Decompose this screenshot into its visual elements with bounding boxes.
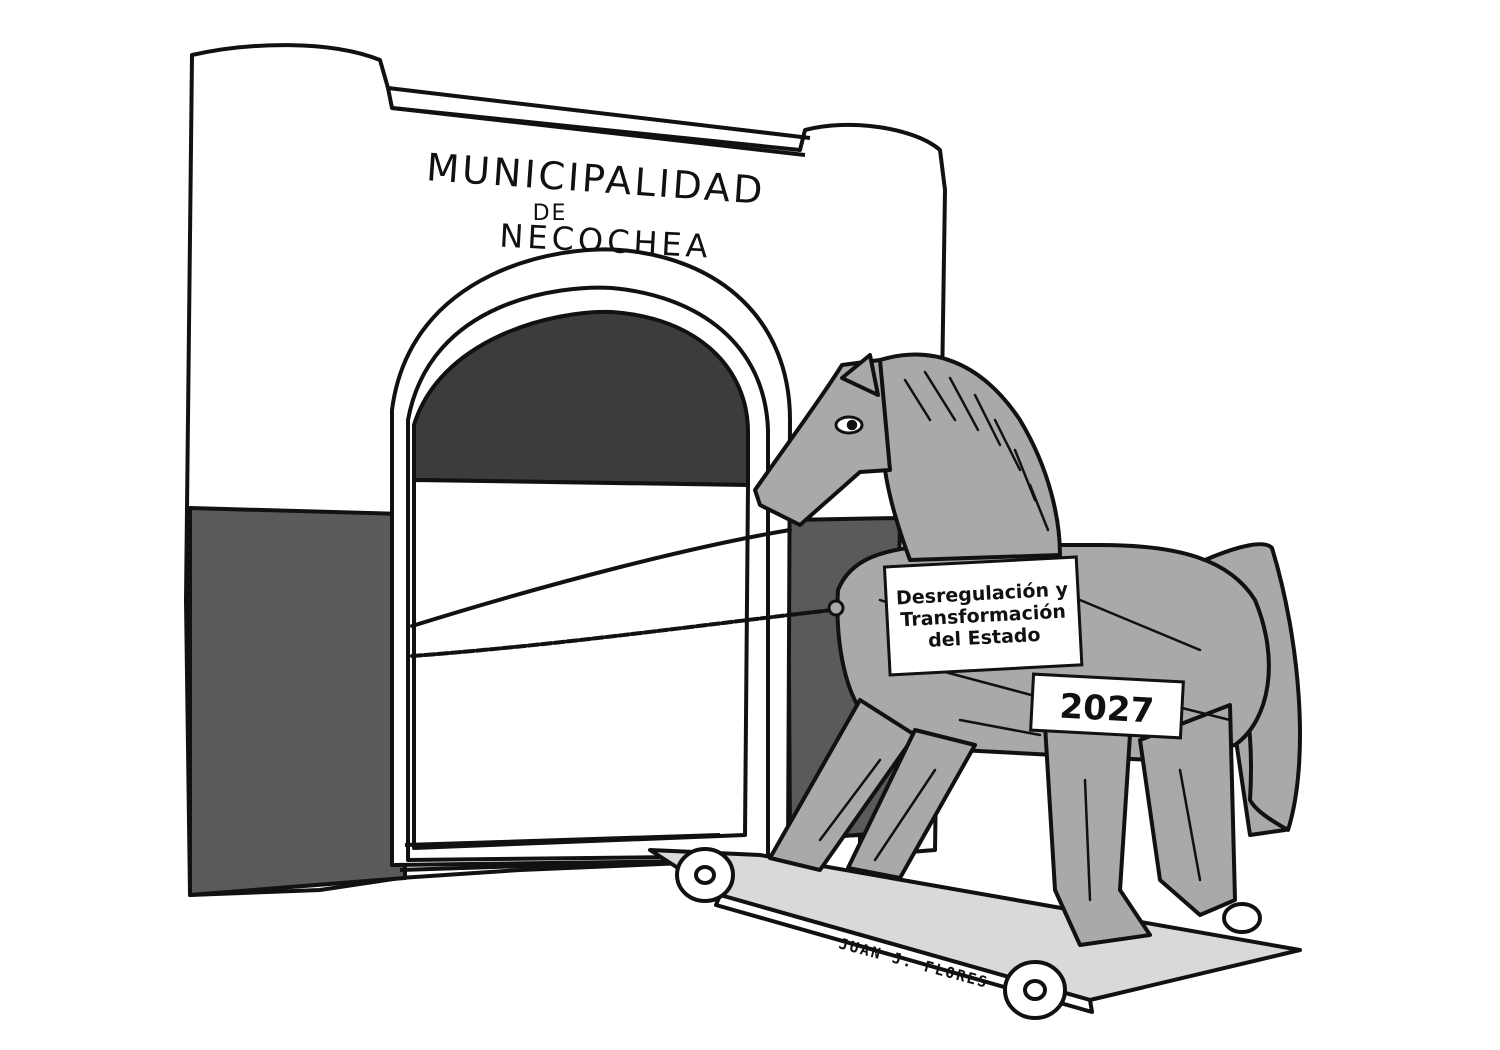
ropes	[410, 528, 834, 658]
deregulation-sign: Desregulación y Transformación del Estad…	[882, 555, 1084, 677]
rope-knot	[827, 599, 845, 617]
rope-upper	[410, 528, 792, 628]
year-badge-board	[1029, 672, 1185, 740]
wheel-front-left	[675, 847, 735, 903]
platform-edge	[714, 893, 1094, 1014]
wall-dark-left	[188, 506, 407, 897]
building-sign-line2: DE	[533, 201, 568, 226]
building-cornice	[387, 86, 811, 157]
deregulation-sign-board	[882, 555, 1084, 677]
horse-pupil	[846, 419, 858, 431]
doorway-floor	[412, 478, 750, 850]
rope-lower	[410, 608, 834, 658]
horse-head	[753, 358, 892, 527]
rolling-platform	[648, 847, 1302, 1020]
mane-lines	[903, 370, 1050, 532]
wheel-back-left	[1003, 960, 1067, 1020]
wheel-back-right	[1222, 902, 1262, 934]
horse-neck	[878, 352, 1062, 562]
horse-ear	[840, 353, 880, 397]
doorway-shadow	[412, 309, 750, 487]
year-badge-text: 2027	[1059, 687, 1156, 732]
year-badge: 2027	[1029, 672, 1185, 740]
threshold	[399, 833, 721, 872]
horse-leg-front-left	[768, 698, 917, 872]
leg-grain	[818, 758, 1202, 902]
